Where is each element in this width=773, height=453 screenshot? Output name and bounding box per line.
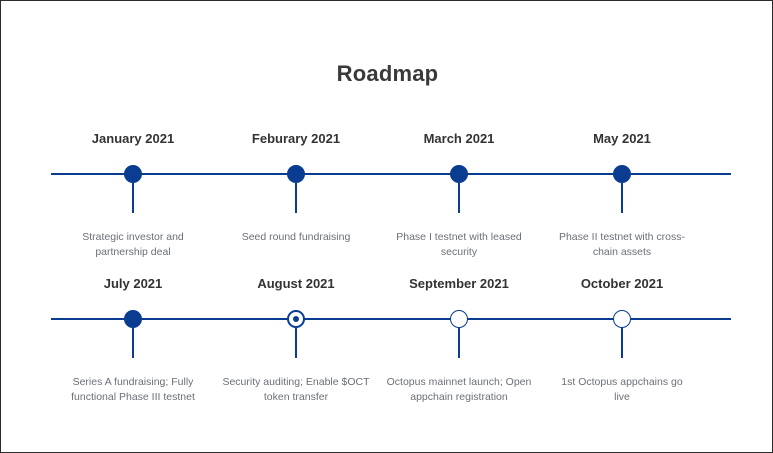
timeline-line (51, 173, 731, 175)
timeline-row-1: January 2021 Strategic investor and part… (1, 131, 773, 271)
milestone-description: Octopus mainnet launch; Open appchain re… (386, 376, 532, 403)
milestone-description: Series A fundraising; Fully functional P… (71, 376, 195, 403)
milestone-february-2021: Feburary 2021 Seed round fundraising (211, 131, 381, 271)
milestone-description: 1st Octopus appchains go live (561, 376, 683, 403)
timeline-line (51, 318, 731, 320)
milestone-node-current (287, 310, 305, 328)
milestone-stem (132, 183, 134, 213)
milestone-stem (621, 328, 623, 358)
milestone-node-pending (613, 310, 631, 328)
page-title: Roadmap (336, 61, 439, 86)
milestone-date: August 2021 (257, 276, 335, 291)
milestone-node-completed (450, 165, 468, 183)
timeline-row-2: July 2021 Series A fundraising; Fully fu… (1, 276, 773, 416)
milestone-may-2021: May 2021 Phase II testnet with cross-cha… (537, 131, 707, 271)
milestone-stem (295, 183, 297, 213)
milestone-july-2021: July 2021 Series A fundraising; Fully fu… (48, 276, 218, 416)
milestone-description: Seed round fundraising (241, 231, 351, 243)
milestone-august-2021: August 2021 Security auditing; Enable $O… (211, 276, 381, 416)
milestone-description: Phase I testnet with leased security (396, 231, 522, 258)
milestone-stem (621, 183, 623, 213)
milestone-description: Security auditing; Enable $OCT token tra… (222, 376, 370, 403)
milestone-date: September 2021 (409, 276, 509, 291)
milestone-node-completed (124, 310, 142, 328)
milestone-node-completed (613, 165, 631, 183)
milestone-stem (458, 183, 460, 213)
milestone-node-completed (124, 165, 142, 183)
milestone-date: January 2021 (91, 131, 175, 146)
milestone-march-2021: March 2021 Phase I testnet with leased s… (374, 131, 544, 271)
milestone-october-2021: October 2021 1st Octopus appchains go li… (537, 276, 707, 416)
milestone-stem (458, 328, 460, 358)
milestone-stem (132, 328, 134, 358)
milestone-date: October 2021 (580, 276, 664, 291)
milestone-node-pending (450, 310, 468, 328)
milestone-node-completed (287, 165, 305, 183)
milestone-description: Strategic investor and partnership deal (82, 231, 184, 258)
milestone-january-2021: January 2021 Strategic investor and part… (48, 131, 218, 271)
milestone-september-2021: September 2021 Octopus mainnet launch; O… (374, 276, 544, 416)
milestone-stem (295, 328, 297, 358)
milestone-description: Phase II testnet with cross-chain assets (558, 231, 686, 258)
milestone-date: Feburary 2021 (251, 131, 341, 146)
milestone-date: July 2021 (103, 276, 163, 291)
milestone-date: March 2021 (423, 131, 495, 146)
milestone-date: May 2021 (593, 131, 651, 146)
